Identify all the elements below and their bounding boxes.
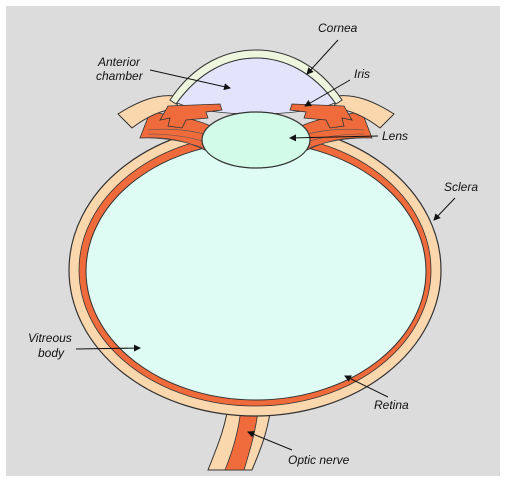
vitreous-label-line1: Vitreous: [28, 331, 72, 345]
cornea-label: Cornea: [318, 21, 358, 35]
anterior-chamber-label-line2: chamber: [96, 69, 144, 83]
optic-nerve-label: Optic nerve: [288, 453, 350, 467]
vitreous-label-line2: body: [38, 346, 65, 360]
retina-label: Retina: [374, 398, 409, 412]
vitreous-body-shape: [86, 142, 426, 400]
lens-shape: [202, 112, 310, 168]
sclera-label: Sclera: [444, 180, 478, 194]
anterior-chamber-label-line1: Anterior: [97, 55, 141, 69]
lens-label: Lens: [382, 129, 408, 143]
iris-label: Iris: [354, 67, 370, 81]
